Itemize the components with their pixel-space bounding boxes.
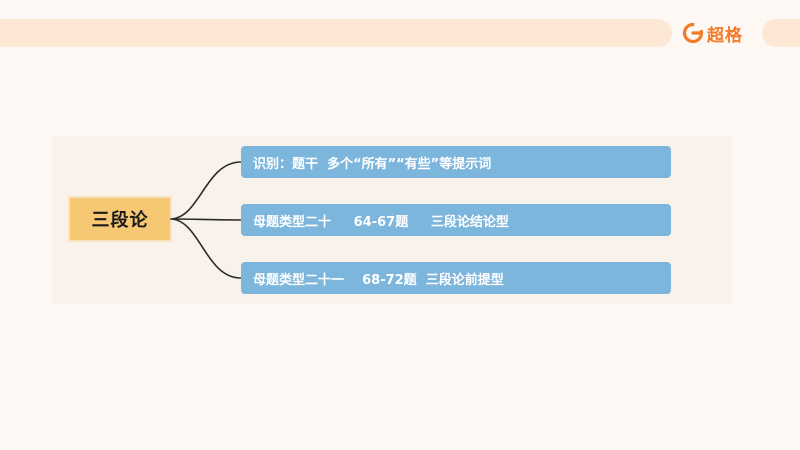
mindmap-branch-identify: 识别：题干 多个“所有”“有些”等提示词 <box>241 146 671 178</box>
brand-name: 超格 <box>707 25 743 46</box>
brand-logo-group: 超格 <box>682 20 743 46</box>
header-bar-end <box>762 19 800 47</box>
connector-line-2 <box>169 218 242 221</box>
mindmap-branch-conclusion-type: 母题类型二十 64-67题 三段论结论型 <box>241 204 671 236</box>
mindmap-branch-premise-type: 母题类型二十一 68-72题 三段论前提型 <box>241 262 671 294</box>
connector-line-1 <box>169 161 242 220</box>
g-logo-icon <box>682 22 704 44</box>
connector-line-3 <box>169 218 242 279</box>
header-bar <box>0 19 672 47</box>
mindmap-root-node: 三段论 <box>70 198 170 240</box>
